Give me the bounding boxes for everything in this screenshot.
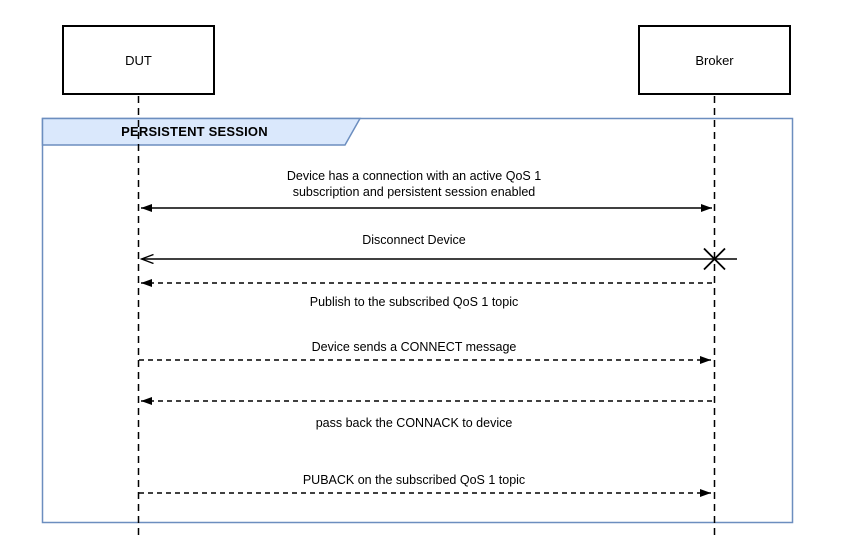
message-label-connection-established: Device has a connection with an active Q… bbox=[139, 168, 689, 200]
fragment-label: PERSISTENT SESSION bbox=[121, 124, 268, 139]
fragment-frame bbox=[41, 117, 794, 524]
message-label-line: Device has a connection with an active Q… bbox=[286, 169, 542, 183]
actor-label-broker: Broker bbox=[695, 52, 734, 68]
message-label-line: subscription and persistent session enab… bbox=[292, 185, 536, 199]
message-label-publish-qos1-topic: Publish to the subscribed QoS 1 topic bbox=[309, 295, 519, 309]
fragment-label-tab bbox=[41, 117, 362, 146]
message-label-puback: PUBACK on the subscribed QoS 1 topic bbox=[302, 473, 526, 487]
actor-box-broker: Broker bbox=[638, 25, 791, 95]
message-label-disconnect-device: Disconnect Device bbox=[362, 233, 466, 247]
message-label-connect-message: Device sends a CONNECT message bbox=[311, 340, 517, 354]
message-label-connack: pass back the CONNACK to device bbox=[315, 416, 513, 430]
actor-box-dut: DUT bbox=[62, 25, 215, 95]
lost-message-x-icon bbox=[703, 247, 726, 271]
actor-label-dut: DUT bbox=[125, 52, 152, 68]
